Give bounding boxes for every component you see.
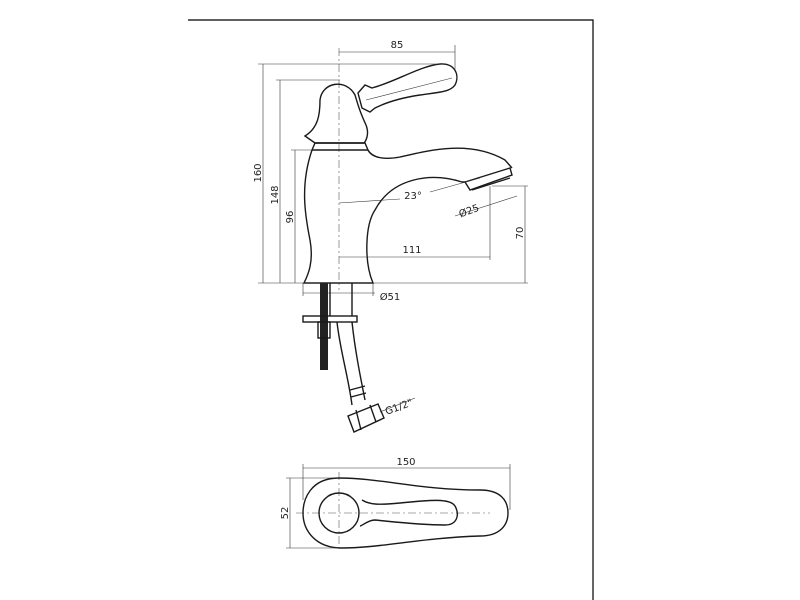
nut bbox=[317, 321, 331, 339]
handle-dome bbox=[303, 83, 369, 144]
handle-lever bbox=[357, 63, 458, 113]
dim-150-label: 150 bbox=[396, 457, 415, 468]
hose-connector-nut bbox=[347, 403, 385, 433]
dim-70-label: 70 bbox=[515, 227, 526, 240]
handle-base-circle bbox=[318, 492, 360, 534]
dim-base-diameter-label: Ø51 bbox=[380, 291, 401, 303]
side-view: 85 160 148 96 23° Ø25 111 70 Ø51 bbox=[253, 40, 528, 433]
threaded-rod bbox=[320, 283, 328, 370]
dim-nozzle-diameter-label: Ø25 bbox=[457, 202, 480, 220]
faucet-body bbox=[302, 149, 465, 284]
dim-52-label: 52 bbox=[280, 507, 291, 520]
hose bbox=[336, 321, 366, 406]
dim-111-label: 111 bbox=[402, 245, 421, 256]
nozzle bbox=[463, 167, 513, 191]
dim-angle-label: 23° bbox=[404, 191, 422, 202]
dim-160-label: 160 bbox=[253, 163, 264, 182]
mounting-plate bbox=[302, 315, 358, 323]
dim-85-label: 85 bbox=[391, 40, 404, 51]
dim-hose-thread-label: G1/2" bbox=[384, 398, 414, 418]
top-view: 150 52 bbox=[280, 457, 511, 552]
drawing-frame bbox=[188, 19, 594, 600]
spout-top bbox=[311, 142, 513, 169]
dim-148-label: 148 bbox=[270, 185, 281, 204]
dim-96-label: 96 bbox=[285, 211, 296, 224]
top-view-outline bbox=[302, 477, 509, 549]
top-view-lever bbox=[359, 499, 458, 527]
